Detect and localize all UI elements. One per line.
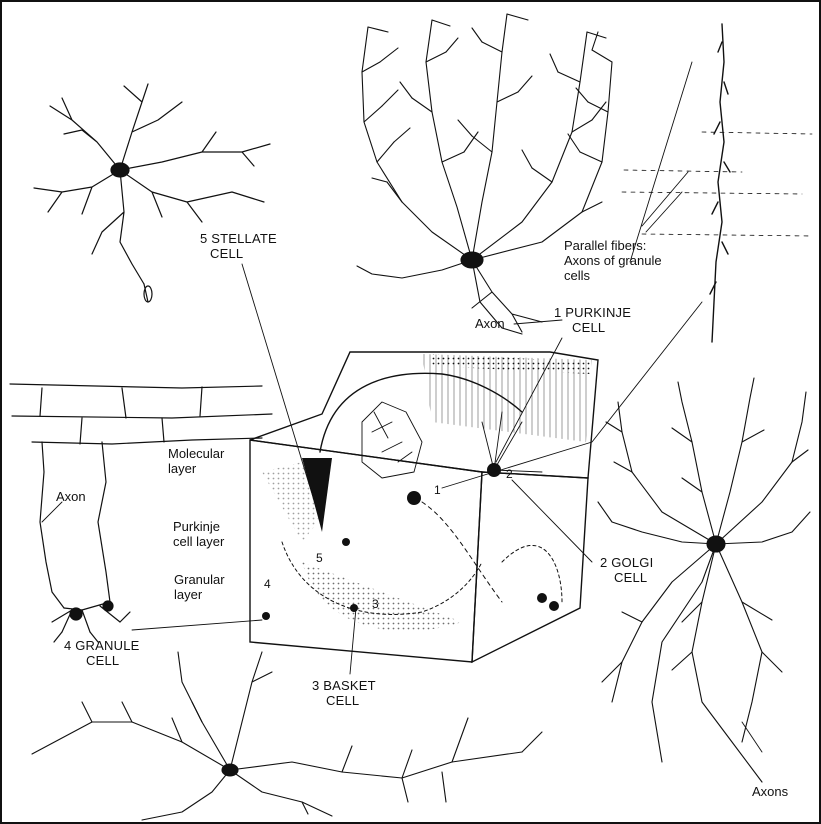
granule-cell-word: CELL	[64, 653, 140, 668]
purkinje-cell-drawing	[357, 14, 612, 334]
molecular-layer-label: Molecular layer	[168, 446, 224, 476]
purkinje-layer-line-1: Purkinje	[173, 519, 224, 534]
molecular-line-1: Molecular	[168, 446, 224, 461]
block-number-5: 5	[316, 551, 323, 565]
granular-line-2: layer	[174, 587, 225, 602]
block-number-1: 1	[434, 483, 441, 497]
molecular-line-2: layer	[168, 461, 224, 476]
granule-cell-label: 4 GRANULE CELL	[64, 638, 140, 668]
parallel-fibers-line-1: Parallel fibers:	[564, 238, 662, 253]
parallel-fiber-drawing	[622, 24, 812, 342]
stellate-title: 5 STELLATE	[200, 231, 277, 246]
purkinje-cell-label: 1 PURKINJE CELL	[554, 305, 631, 335]
granular-line-1: Granular	[174, 572, 225, 587]
basket-cell-label: 3 BASKET CELL	[312, 678, 376, 708]
stellate-cell-word: CELL	[200, 246, 277, 261]
basket-cell-drawing	[32, 652, 542, 820]
stellate-cell-label: 5 STELLATE CELL	[200, 231, 277, 261]
cerebellar-folium-block	[250, 352, 598, 662]
purkinje-layer-label: Purkinje cell layer	[173, 519, 224, 549]
purkinje-cell-word: CELL	[554, 320, 631, 335]
block-number-4: 4	[264, 577, 271, 591]
basket-cell-word: CELL	[312, 693, 376, 708]
stellate-cell-drawing	[34, 84, 270, 302]
golgi-title: 2 GOLGI	[600, 555, 653, 570]
golgi-axons-label: Axons	[752, 784, 788, 799]
block-number-2: 2	[506, 467, 513, 481]
granule-axon-label: Axon	[56, 489, 86, 504]
golgi-cell-word: CELL	[600, 570, 653, 585]
granule-cell-drawing	[10, 384, 272, 642]
purkinje-layer-line-2: cell layer	[173, 534, 224, 549]
basket-title: 3 BASKET	[312, 678, 376, 693]
leader-lines	[42, 62, 762, 752]
block-number-3: 3	[372, 597, 379, 611]
purkinje-title: 1 PURKINJE	[554, 305, 631, 320]
golgi-cell-label: 2 GOLGI CELL	[600, 555, 653, 585]
purkinje-axon-label: Axon	[475, 316, 505, 331]
granule-title: 4 GRANULE	[64, 638, 140, 653]
granular-layer-label: Granular layer	[174, 572, 225, 602]
parallel-fibers-label: Parallel fibers: Axons of granule cells	[564, 238, 662, 283]
parallel-fibers-line-3: cells	[564, 268, 662, 283]
parallel-fibers-line-2: Axons of granule	[564, 253, 662, 268]
